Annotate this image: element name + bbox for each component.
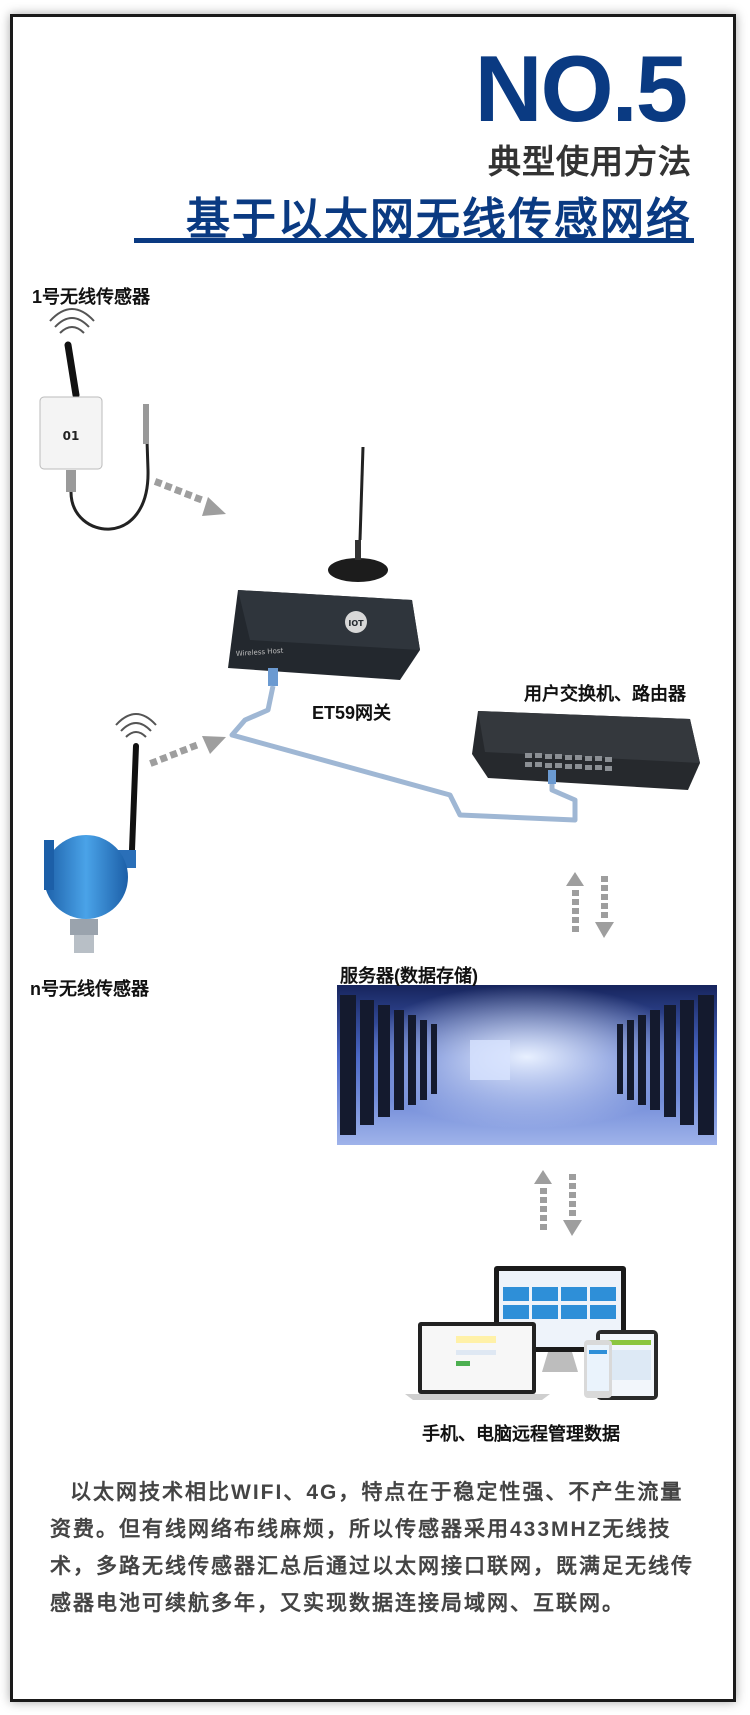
sensor-n-device <box>44 713 157 953</box>
sensor-1-device: 01 <box>39 308 150 531</box>
arrow-up-down-icon <box>566 872 614 938</box>
ethernet-cable <box>229 685 578 823</box>
remote-label: 手机、电脑远程管理数据 <box>422 1424 620 1444</box>
gateway-label: ET59网关 <box>312 703 392 723</box>
server-label: 服务器(数据存储) <box>340 966 478 986</box>
gateway-logo: IOT <box>348 619 364 628</box>
switch-label: 用户交换机、路由器 <box>524 684 686 704</box>
gateway-device: IOT Wireless Host <box>228 446 420 686</box>
wifi-icon <box>49 308 95 334</box>
wifi-icon <box>115 713 157 738</box>
section-number: NO.5 <box>474 36 688 141</box>
section-subtitle: 典型使用方法 <box>488 143 692 180</box>
title-underline <box>134 238 694 243</box>
gateway-brand: Wireless Host <box>236 647 284 658</box>
description-paragraph: 以太网技术相比WIFI、4G，特点在于稳定性强、不产生流量资费。但有线网络布线麻… <box>50 1481 694 1615</box>
server-room-image <box>337 985 717 1145</box>
sensor-1-label: 1号无线传感器 <box>32 287 151 307</box>
arrow-up-down-icon <box>534 1170 582 1236</box>
sensor-n-label: n号无线传感器 <box>30 979 149 999</box>
section-title: 基于以太网无线传感网络 <box>186 195 692 244</box>
remote-devices-image <box>405 1266 658 1400</box>
arrow-right-icon <box>153 478 226 516</box>
sensor-number: 01 <box>63 429 80 443</box>
switch-device <box>472 711 700 790</box>
arrow-right-icon <box>149 736 226 767</box>
